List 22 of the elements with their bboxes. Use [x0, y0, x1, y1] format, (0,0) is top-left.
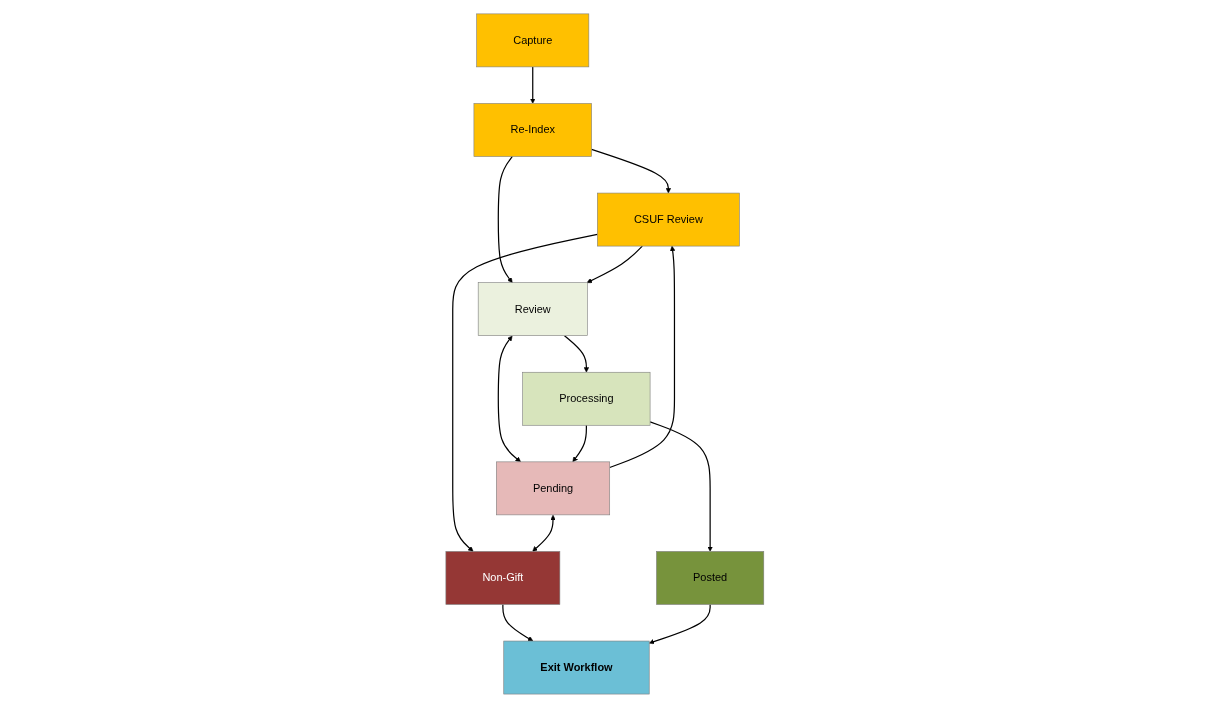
arrow: [532, 514, 556, 552]
arrow: [563, 335, 589, 373]
arrow: [529, 66, 536, 104]
arrow: [608, 245, 675, 469]
node-box: Non-Gift: [445, 551, 560, 605]
arrow: [497, 335, 521, 463]
node-box: Review: [477, 282, 588, 337]
arrow: [497, 155, 513, 283]
node-box: Pending: [495, 461, 610, 516]
arrow: [586, 245, 643, 283]
arrow: [501, 603, 533, 642]
node-box: Exit Workflow: [503, 640, 650, 695]
arrow: [451, 233, 598, 552]
arrow: [649, 421, 713, 552]
arrow: [590, 148, 671, 194]
node-box: Posted: [655, 551, 764, 605]
node-box: CSUF Review: [596, 192, 740, 247]
node-box: Capture: [476, 13, 589, 68]
node-box: Processing: [522, 371, 651, 426]
node-box: Re-Index: [473, 103, 592, 157]
arrow: [572, 424, 587, 463]
arrow: [648, 603, 711, 645]
